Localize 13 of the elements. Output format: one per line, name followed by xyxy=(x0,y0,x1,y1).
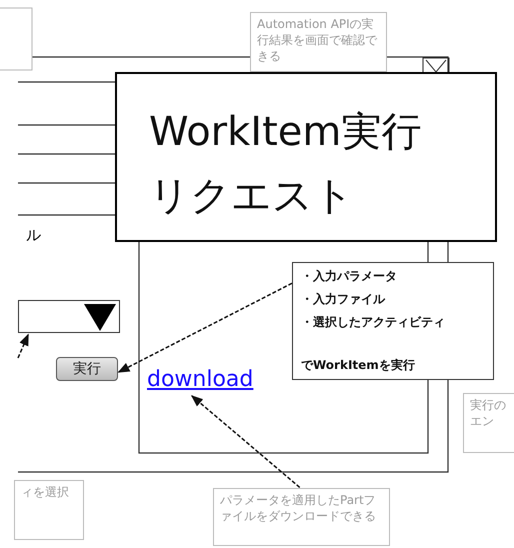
download-link: download xyxy=(147,366,262,395)
dashed-arrow xyxy=(190,395,300,488)
dashed-arrow xyxy=(118,282,292,373)
run-button: 実行 xyxy=(56,357,118,381)
dashed-arrow xyxy=(17,334,29,358)
annotation-note: ィを選択 xyxy=(14,480,84,540)
dropdown-field xyxy=(18,300,120,333)
title-box: WorkItem実行 リクエスト xyxy=(115,72,497,242)
annotation-note: パラメータを適用したPartファイルをダウンロードできる xyxy=(213,488,390,546)
annotation-note: Automation APIの実行結果を画面で確認できる xyxy=(250,12,387,72)
note-box: ・入力パラメータ ・入力ファイル ・選択したアクティビティ でWorkItemを実行 xyxy=(292,262,494,380)
label-text: ル xyxy=(26,226,41,245)
annotation-note: 実行のエン xyxy=(463,393,514,453)
